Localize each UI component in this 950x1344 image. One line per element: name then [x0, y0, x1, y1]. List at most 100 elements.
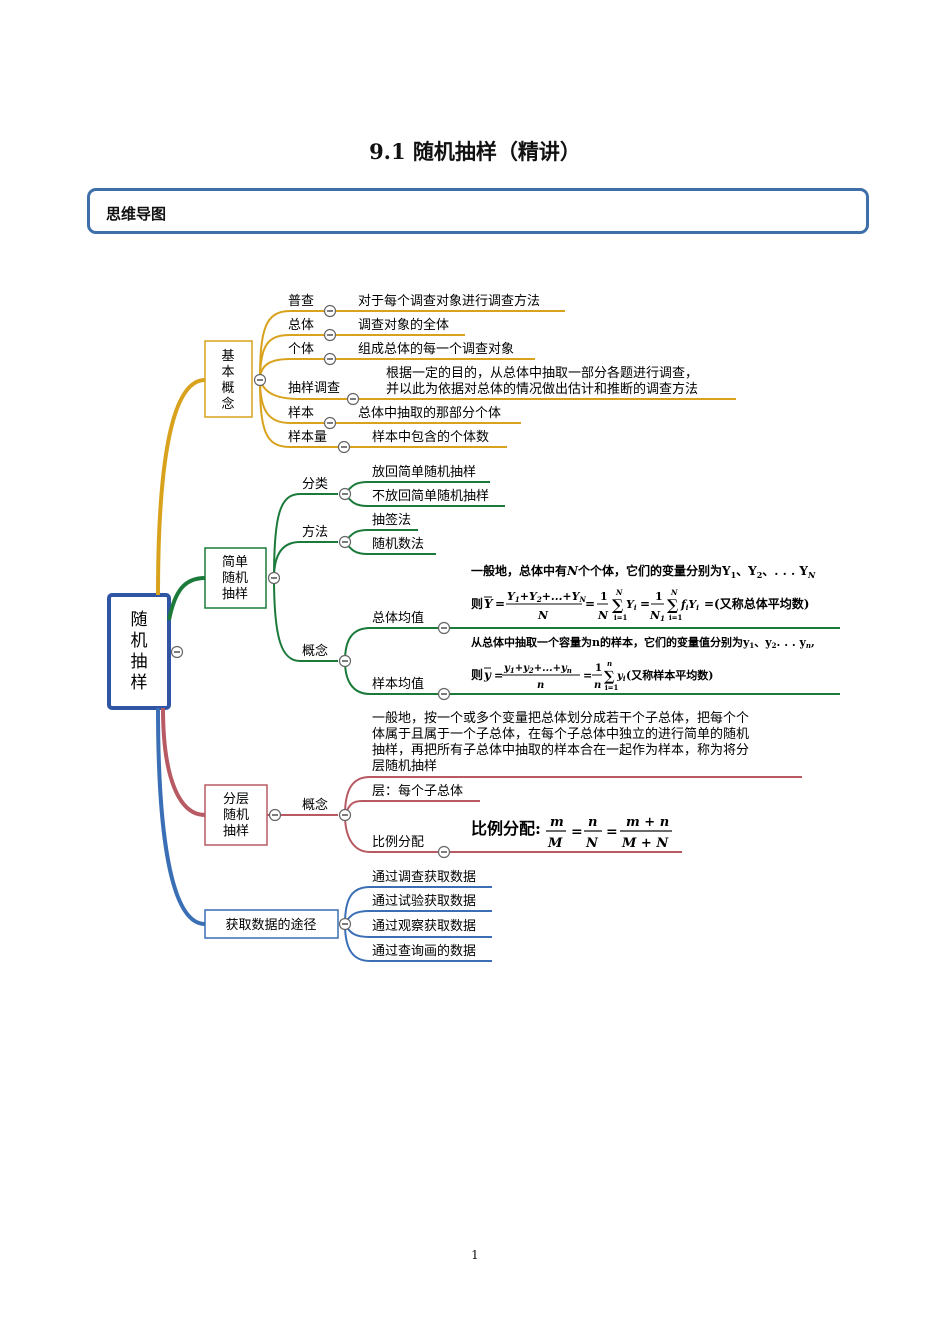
data-ways-node-box[interactable]: [204, 909, 339, 939]
strat-description-line: 层随机抽样: [372, 759, 437, 774]
svg-text:∑: ∑: [612, 596, 624, 614]
strat-collapse-icon[interactable]: [268, 808, 282, 822]
strat-items: 概念 一般地，按一个或多个变量把总体划分成若干个子总体，把每个个 体属于且属于一…: [302, 710, 749, 850]
basic-collapse-icon[interactable]: [253, 373, 267, 387]
data-way-item: 通过查询画的数据: [372, 943, 476, 959]
strat-ratio-collapse-icon[interactable]: [437, 845, 451, 859]
svg-text:N: N: [670, 588, 678, 597]
svg-text:=(又称总体平均数): =(又称总体平均数): [704, 596, 809, 611]
data-ways-node-label: 获取数据的途径: [225, 917, 316, 933]
pop-mean-collapse-icon[interactable]: [437, 621, 451, 635]
basic-branch-lines: [156, 310, 736, 596]
svg-text:念: 念: [221, 396, 234, 412]
method-item: 随机数法: [372, 537, 424, 552]
svg-text:=: =: [585, 597, 595, 611]
svg-text:随机: 随机: [222, 571, 248, 586]
basic-item-collapse-icon[interactable]: [323, 304, 337, 318]
basic-items: 普查 对于每个调查对象进行调查方法 总体 调查对象的全体 个体 组成总体的每一个…: [288, 293, 698, 445]
root-collapse-icon[interactable]: [170, 645, 184, 659]
svg-text:1: 1: [600, 590, 608, 603]
basic-item-text: 对于每个调查对象进行调查方法: [358, 293, 540, 309]
strat-node-label: 分层 随机 抽样: [223, 792, 249, 839]
data-ways-collapse-icon[interactable]: [338, 917, 352, 931]
basic-item-label: 总体: [288, 318, 314, 333]
svg-text:Yi: Yi: [626, 598, 637, 612]
svg-text:i=1: i=1: [669, 613, 683, 622]
root-node-box[interactable]: [107, 593, 171, 710]
strat-description-line: 一般地，按一个或多个变量把总体划分成若干个子总体，把每个个: [372, 710, 749, 726]
svg-text:随机: 随机: [223, 808, 249, 823]
simple-items: 分类 放回简单随机抽样 不放回简单随机抽样 方法 抽签法 随机数法 概念 总体均…: [302, 464, 489, 692]
svg-text:=: =: [606, 824, 618, 840]
section-label: 思维导图: [106, 205, 167, 223]
basic-item-collapse-icon[interactable]: [323, 352, 337, 366]
svg-text:M + N: M + N: [621, 836, 669, 851]
svg-text:N: N: [585, 836, 599, 851]
concept-collapse-icon[interactable]: [338, 654, 352, 668]
svg-text:则: 则: [471, 597, 483, 611]
basic-node-box[interactable]: [204, 340, 253, 418]
svg-text:=: =: [494, 669, 503, 682]
sample-mean-formula: 从总体中抽取一个容量为n的样本，它们的变量值分别为y1、y2. . . yn, …: [471, 635, 815, 692]
data-branch-lines: [156, 707, 492, 962]
svg-text:一般地，总体中有N个个体，它们的变量分别为Y1、Y2、. .: 一般地，总体中有N个个体，它们的变量分别为Y1、Y2、. . . YN: [471, 563, 816, 580]
method-item: 抽签法: [372, 512, 411, 528]
svg-text:n: n: [607, 659, 612, 668]
method-label: 方法: [302, 524, 328, 540]
strat-concept-label: 概念: [302, 797, 328, 813]
strat-description-line: 体属于且属于一个子总体，在每个子总体中独立的进行简单的随机: [372, 726, 749, 742]
simple-collapse-icon[interactable]: [267, 571, 281, 585]
basic-item-collapse-icon[interactable]: [323, 328, 337, 342]
page-title: 9.1 随机抽样（精讲）: [369, 139, 581, 164]
svg-text:i=1: i=1: [605, 683, 619, 692]
svg-text:机: 机: [131, 631, 148, 651]
classify-collapse-icon[interactable]: [338, 487, 352, 501]
classify-item: 放回简单随机抽样: [372, 464, 476, 480]
basic-item-label: 普查: [288, 294, 314, 309]
strat-concept-collapse-icon[interactable]: [338, 808, 352, 822]
basic-item-text: 根据一定的目的，从总体中抽取一部分各题进行调查，: [386, 365, 698, 381]
sample-mean-collapse-icon[interactable]: [437, 687, 451, 701]
strat-layer-text: 层：每个子总体: [372, 783, 463, 799]
basic-item-collapse-icon[interactable]: [337, 440, 351, 454]
basic-item-text: 组成总体的每一个调查对象: [358, 341, 514, 357]
strat-ratio-label: 比例分配: [372, 835, 424, 850]
basic-item-collapse-icon[interactable]: [323, 416, 337, 430]
svg-text:y1+y2+...+yn: y1+y2+...+yn: [503, 663, 572, 675]
root-node-label: 随 机 抽 样: [131, 610, 148, 693]
svg-text:样: 样: [131, 673, 148, 693]
svg-text:1: 1: [595, 663, 602, 674]
basic-item-text: 总体中抽取的那部分个体: [358, 405, 501, 421]
svg-text:从总体中抽取一个容量为n的样本，它们的变量值分别为y1、y2: 从总体中抽取一个容量为n的样本，它们的变量值分别为y1、y2. . . yn,: [471, 635, 815, 650]
svg-text:n: n: [537, 680, 544, 691]
svg-text:1: 1: [655, 590, 663, 603]
svg-text:则: 则: [471, 668, 483, 682]
basic-item-label: 样本量: [288, 430, 327, 445]
simple-node-box[interactable]: [204, 547, 267, 609]
population-mean-formula: 一般地，总体中有N个个体，它们的变量分别为Y1、Y2、. . . YN 则 Y …: [471, 563, 816, 623]
svg-text:抽样: 抽样: [223, 824, 249, 839]
svg-text:本: 本: [221, 365, 234, 380]
svg-text:n: n: [588, 815, 597, 830]
svg-text:=: =: [640, 597, 650, 611]
svg-text:∑: ∑: [667, 596, 679, 614]
basic-item-label: 个体: [288, 342, 314, 357]
basic-item-text: 调查对象的全体: [358, 317, 449, 333]
ratio-formula: 比例分配: m M = n N = m + n M + N: [471, 815, 672, 851]
pop-mean-label: 总体均值: [372, 610, 424, 626]
svg-text:基: 基: [221, 349, 234, 364]
svg-text:(又称样本平均数): (又称样本平均数): [626, 668, 713, 682]
svg-text:y: y: [483, 668, 492, 682]
svg-text:∑: ∑: [604, 669, 615, 685]
svg-text:Y: Y: [484, 597, 494, 611]
svg-text:fiYi: fiYi: [680, 598, 699, 612]
strat-node-box[interactable]: [204, 784, 268, 846]
method-collapse-icon[interactable]: [338, 535, 352, 549]
svg-text:Y1+Y2+...+YN: Y1+Y2+...+YN: [507, 590, 586, 604]
sample-mean-label: 样本均值: [372, 676, 424, 692]
svg-text:概: 概: [221, 381, 234, 396]
basic-item-collapse-icon[interactable]: [346, 392, 360, 406]
classify-item: 不放回简单随机抽样: [372, 488, 489, 504]
data-way-item: 通过观察获取数据: [372, 919, 476, 934]
